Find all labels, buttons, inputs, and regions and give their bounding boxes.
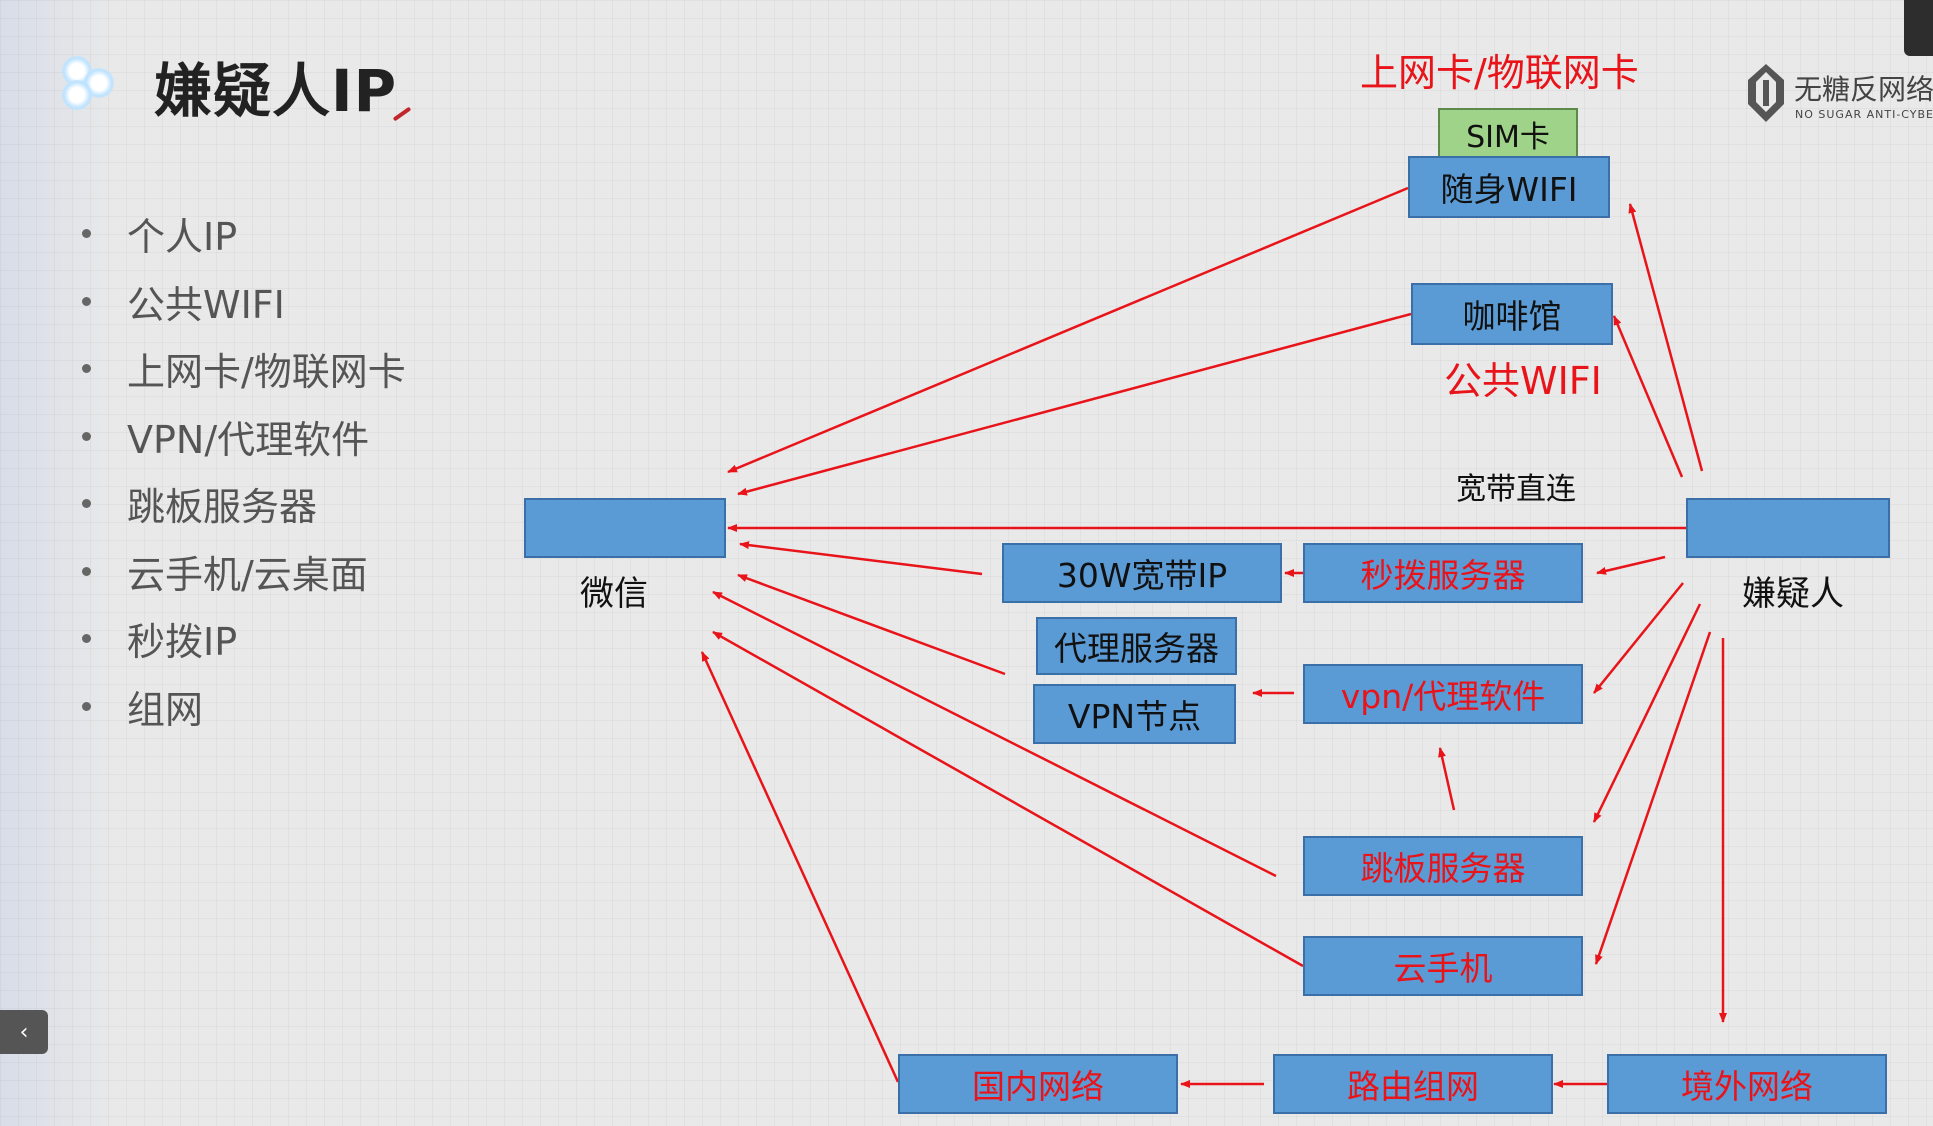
node-wechat — [524, 498, 726, 558]
bullet-item: 跳板服务器 — [82, 470, 406, 538]
node-proxy-server: 代理服务器 — [1036, 617, 1237, 675]
arrow-suspect-to-jump — [1592, 603, 1702, 823]
label-sim-card-title: 上网卡/物联网卡 — [1360, 51, 1639, 95]
arrow-suspect-to-vpn — [1593, 582, 1684, 694]
arrow-proxy-to-wechat — [737, 573, 1006, 676]
node-broadband-ip: 30W宽带IP — [1002, 543, 1282, 603]
bullet-dot-icon — [82, 499, 91, 509]
arrow-cloudphone-to-wechat — [712, 630, 1304, 968]
arrow-jump-to-wechat — [712, 590, 1277, 878]
node-sim-card: SIM卡 — [1438, 108, 1578, 160]
logo-subtitle: NO SUGAR ANTI-CYBE — [1795, 108, 1933, 121]
node-domestic-network: 国内网络 — [898, 1054, 1178, 1114]
arrow-broadband-ip-to-wechat — [739, 541, 983, 576]
label-public-wifi: 公共WIFI — [1444, 359, 1602, 403]
node-jump-server: 跳板服务器 — [1303, 836, 1583, 896]
presentation-control-button[interactable] — [1904, 0, 1933, 56]
arrow-portable-wifi-to-wechat — [727, 186, 1409, 474]
bullet-dot-icon — [82, 296, 91, 306]
page-title: 嫌疑人IP — [154, 57, 398, 125]
node-cafe: 咖啡馆 — [1411, 283, 1613, 345]
bullet-dot-icon — [82, 566, 91, 576]
bullet-item: 上网卡/物联网卡 — [82, 335, 406, 403]
arrow-cafe-to-wechat — [737, 312, 1412, 496]
brand-logo: 无糖反网络 NO SUGAR ANTI-CYBE — [1742, 60, 1933, 130]
node-overseas-network: 境外网络 — [1607, 1054, 1887, 1114]
bullet-list: 个人IP 公共WIFI 上网卡/物联网卡 VPN/代理软件 跳板服务器 云手机/… — [82, 200, 406, 740]
node-router-network: 路由组网 — [1273, 1054, 1553, 1114]
node-suspect — [1686, 498, 1890, 558]
arrow-domestic-to-wechat — [700, 651, 900, 1083]
arrow-jump-to-vpn — [1438, 747, 1456, 811]
arrow-suspect-to-cafe — [1612, 315, 1684, 478]
bullet-item: VPN/代理软件 — [82, 403, 406, 471]
bullet-dot-icon — [82, 634, 91, 644]
label-broadband-direct: 宽带直连 — [1456, 472, 1576, 507]
decor-hex-icon — [62, 80, 92, 110]
node-vpn-node: VPN节点 — [1033, 684, 1236, 744]
arrow-suspect-to-cloudphone — [1594, 631, 1712, 965]
bullet-item: 秒拨IP — [82, 605, 406, 673]
bullet-item: 个人IP — [82, 200, 406, 268]
label-suspect: 嫌疑人 — [1742, 574, 1844, 614]
bullet-dot-icon — [82, 229, 91, 239]
bullet-dot-icon — [82, 701, 91, 711]
bullet-dot-icon — [82, 364, 91, 374]
node-second-dial-server: 秒拨服务器 — [1303, 543, 1583, 603]
shield-logo-icon — [1748, 64, 1784, 122]
bullet-item: 组网 — [82, 673, 406, 741]
bullet-dot-icon — [82, 431, 91, 441]
previous-slide-button[interactable]: ‹ — [0, 1010, 48, 1054]
label-wechat: 微信 — [580, 574, 648, 614]
arrow-suspect-to-portable-wifi — [1628, 203, 1704, 472]
node-vpn-proxy-software: vpn/代理软件 — [1303, 664, 1583, 724]
arrow-suspect-to-second-dial — [1596, 555, 1666, 575]
logo-name: 无糖反网络 — [1794, 73, 1933, 106]
bullet-item: 云手机/云桌面 — [82, 538, 406, 606]
node-cloud-phone: 云手机 — [1303, 936, 1583, 996]
bullet-item: 公共WIFI — [82, 268, 406, 336]
node-portable-wifi: 随身WIFI — [1408, 156, 1610, 218]
